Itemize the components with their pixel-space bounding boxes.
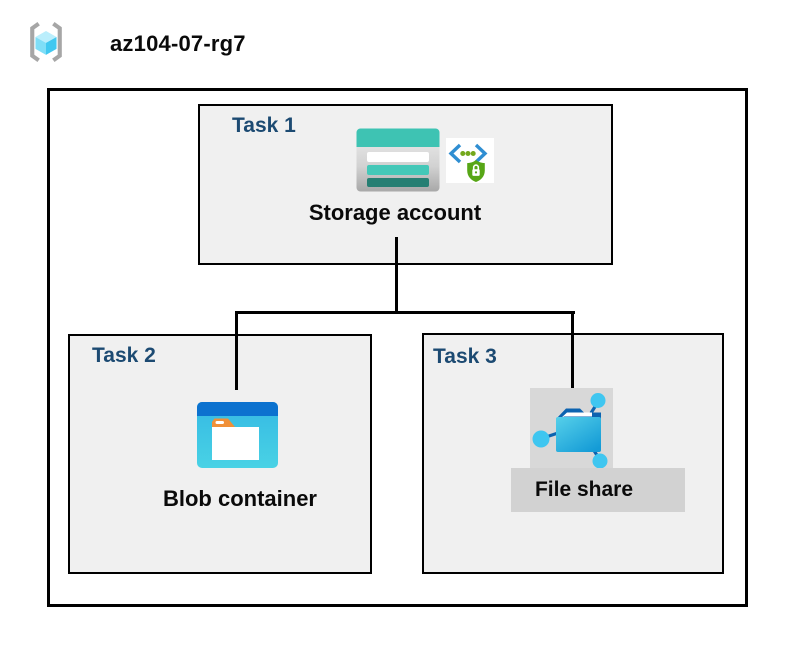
connector-horizontal [235, 311, 575, 314]
task1-box: Task 1 [198, 104, 613, 265]
connector-storage-stem [395, 237, 398, 314]
connector-to-fileshare [571, 311, 574, 388]
connector-to-blob [235, 311, 238, 390]
resource-group-title: az104-07-rg7 [110, 31, 246, 56]
blob-container-label: Blob container [162, 486, 317, 511]
task2-label: Task 2 [92, 344, 156, 367]
file-share-icon-highlight [530, 388, 613, 468]
shared-access-signature-icon [446, 138, 494, 183]
task1-label: Task 1 [232, 114, 296, 137]
resource-group-icon [24, 20, 68, 64]
task2-box: Task 2 Blob container [68, 334, 372, 574]
storage-account-icon [356, 128, 440, 192]
task3-label: Task 3 [433, 345, 497, 368]
file-share-label-highlight: File share [511, 468, 685, 512]
file-share-icon [532, 393, 608, 468]
blob-container-icon [197, 402, 278, 468]
file-share-label: File share [534, 478, 634, 501]
storage-account-label: Storage account [308, 200, 482, 225]
